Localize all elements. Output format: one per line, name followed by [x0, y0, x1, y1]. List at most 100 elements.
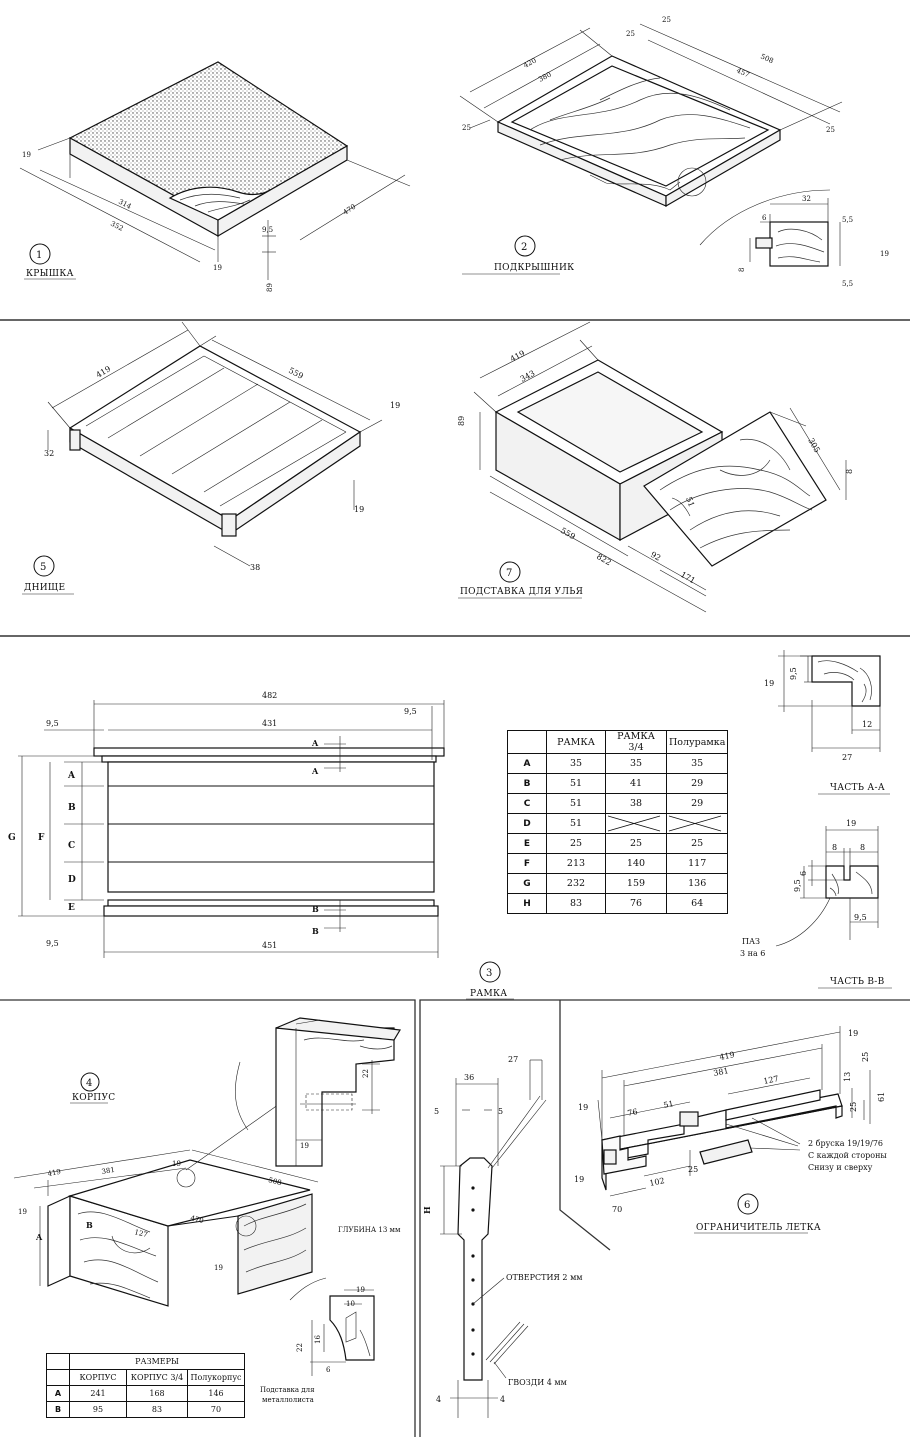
body-dim-16: 16: [314, 1335, 322, 1344]
body-dim-127: 127: [134, 1228, 149, 1239]
inner-dim-25a: 25: [462, 124, 471, 132]
inner-number-circle: [514, 235, 536, 257]
sidebar-dim-4b: 4: [500, 1395, 505, 1404]
frame-side-g: G: [8, 833, 16, 843]
table-cell: 83: [126, 1401, 188, 1418]
section-bb-drawing: [775, 826, 879, 947]
body-dim-470: 470: [190, 1214, 205, 1225]
table-header-cell: РАМКА: [546, 730, 606, 754]
table-cell: 213: [546, 853, 606, 874]
row-key: E: [507, 833, 547, 854]
table-cell: 136: [665, 873, 729, 894]
body-dim-19e: 19: [356, 1286, 365, 1294]
frame-number: 3: [486, 968, 492, 979]
stand-dim-92: 92: [649, 550, 662, 563]
reducer-dim-25c: 25: [849, 1102, 858, 1112]
inner-dim-8: 8: [738, 268, 746, 272]
stand-dim-89: 89: [457, 416, 466, 426]
section-aa-drawing: [778, 650, 881, 752]
sidebar-holes-label: ОТВЕРСТИЯ 2 мм: [506, 1273, 583, 1282]
frame-title: РАМКА: [470, 989, 507, 999]
inner-cover-drawing: [459, 23, 843, 267]
table-header-cell: Полурамка: [665, 730, 729, 754]
table-header-row: РАМКА РАМКА 3/4 Полурамка: [507, 730, 729, 754]
body-depth-label: ГЛУБИНА 13 мм: [338, 1226, 401, 1234]
aa-dim-12: 12: [862, 720, 872, 729]
stand-dim-8: 8: [845, 469, 854, 474]
table-cell: 51: [546, 793, 606, 814]
table-cell: 70: [187, 1401, 245, 1418]
frame-row-d: D: [68, 875, 76, 885]
sidebar-dim-4a: 4: [436, 1395, 441, 1404]
body-dim-19b: 19: [18, 1208, 27, 1216]
frame-row-b: B: [68, 803, 76, 813]
sidebar-dim-27: 27: [508, 1055, 518, 1064]
inner-dim-19: 19: [880, 250, 889, 258]
reducer-dim-13: 13: [843, 1072, 852, 1082]
inner-dim-420: 420: [522, 56, 538, 69]
body-dim-508: 508: [268, 1176, 283, 1187]
reducer-number: 6: [744, 1200, 750, 1211]
frame-dim-482: 482: [262, 691, 277, 700]
body-letter-a: A: [35, 1232, 43, 1242]
reducer-dim-51: 51: [663, 1099, 675, 1110]
frame-row-e: E: [68, 903, 75, 913]
body-dim-22b: 22: [296, 1343, 304, 1352]
table-cell: 35: [665, 753, 729, 774]
frame-row-a: A: [67, 771, 76, 781]
body-stand-label-1: Подставка для: [260, 1386, 315, 1394]
reducer-note-2: С каждой стороны: [808, 1151, 887, 1160]
frame-dim-431: 431: [262, 719, 277, 728]
lid-number-circle: [29, 243, 51, 265]
table-header-cell: КОРПУС 3/4: [126, 1369, 188, 1386]
hive-stand-drawing: [473, 321, 847, 613]
row-key: C: [507, 793, 547, 814]
row-key: D: [507, 813, 547, 834]
table-cell: 76: [605, 893, 667, 914]
body-title: КОРПУС: [72, 1093, 115, 1103]
frame-dim-9-5c: 9,5: [46, 939, 59, 948]
body-dim-19a: 19: [172, 1160, 181, 1168]
separator-3: [0, 999, 910, 1437]
aa-dim-9-5: 9,5: [789, 667, 798, 680]
bottom-dim-38: 38: [250, 563, 260, 572]
table-corner: [46, 1353, 70, 1370]
inner-number: 2: [521, 242, 527, 253]
bottom-title: ДНИЩЕ: [24, 583, 65, 593]
reducer-dim-70: 70: [612, 1205, 622, 1214]
table-header-cell: [507, 730, 547, 754]
reducer-number-circle: [737, 1193, 759, 1215]
lid-number: 1: [36, 250, 42, 261]
bottom-number-circle: [33, 555, 55, 577]
table-cell: 25: [546, 833, 606, 854]
crossed-cell: [605, 813, 667, 834]
reducer-dim-381: 381: [713, 1066, 730, 1078]
reducer-dim-61: 61: [877, 1092, 886, 1102]
frame-sidebar-drawing: [440, 1059, 547, 1418]
body-number-circle: [80, 1072, 100, 1092]
stand-dim-51: 51: [684, 496, 696, 509]
table-cell: 64: [665, 893, 729, 914]
body-dim-10: 10: [346, 1300, 355, 1308]
table-title: РАЗМЕРЫ: [69, 1353, 245, 1370]
inner-dim-25b: 25: [626, 30, 635, 38]
table-cell: 29: [665, 773, 729, 794]
bottom-dim-19a: 19: [390, 401, 400, 410]
stand-number: 7: [506, 568, 512, 579]
table-cell: 41: [605, 773, 667, 794]
bottom-board-drawing: [47, 321, 383, 567]
inner-dim-32: 32: [802, 195, 811, 203]
groove-label: ПАЗ: [742, 937, 760, 946]
body-dim-381: 381: [101, 1166, 116, 1176]
body-number: 4: [86, 1078, 92, 1089]
